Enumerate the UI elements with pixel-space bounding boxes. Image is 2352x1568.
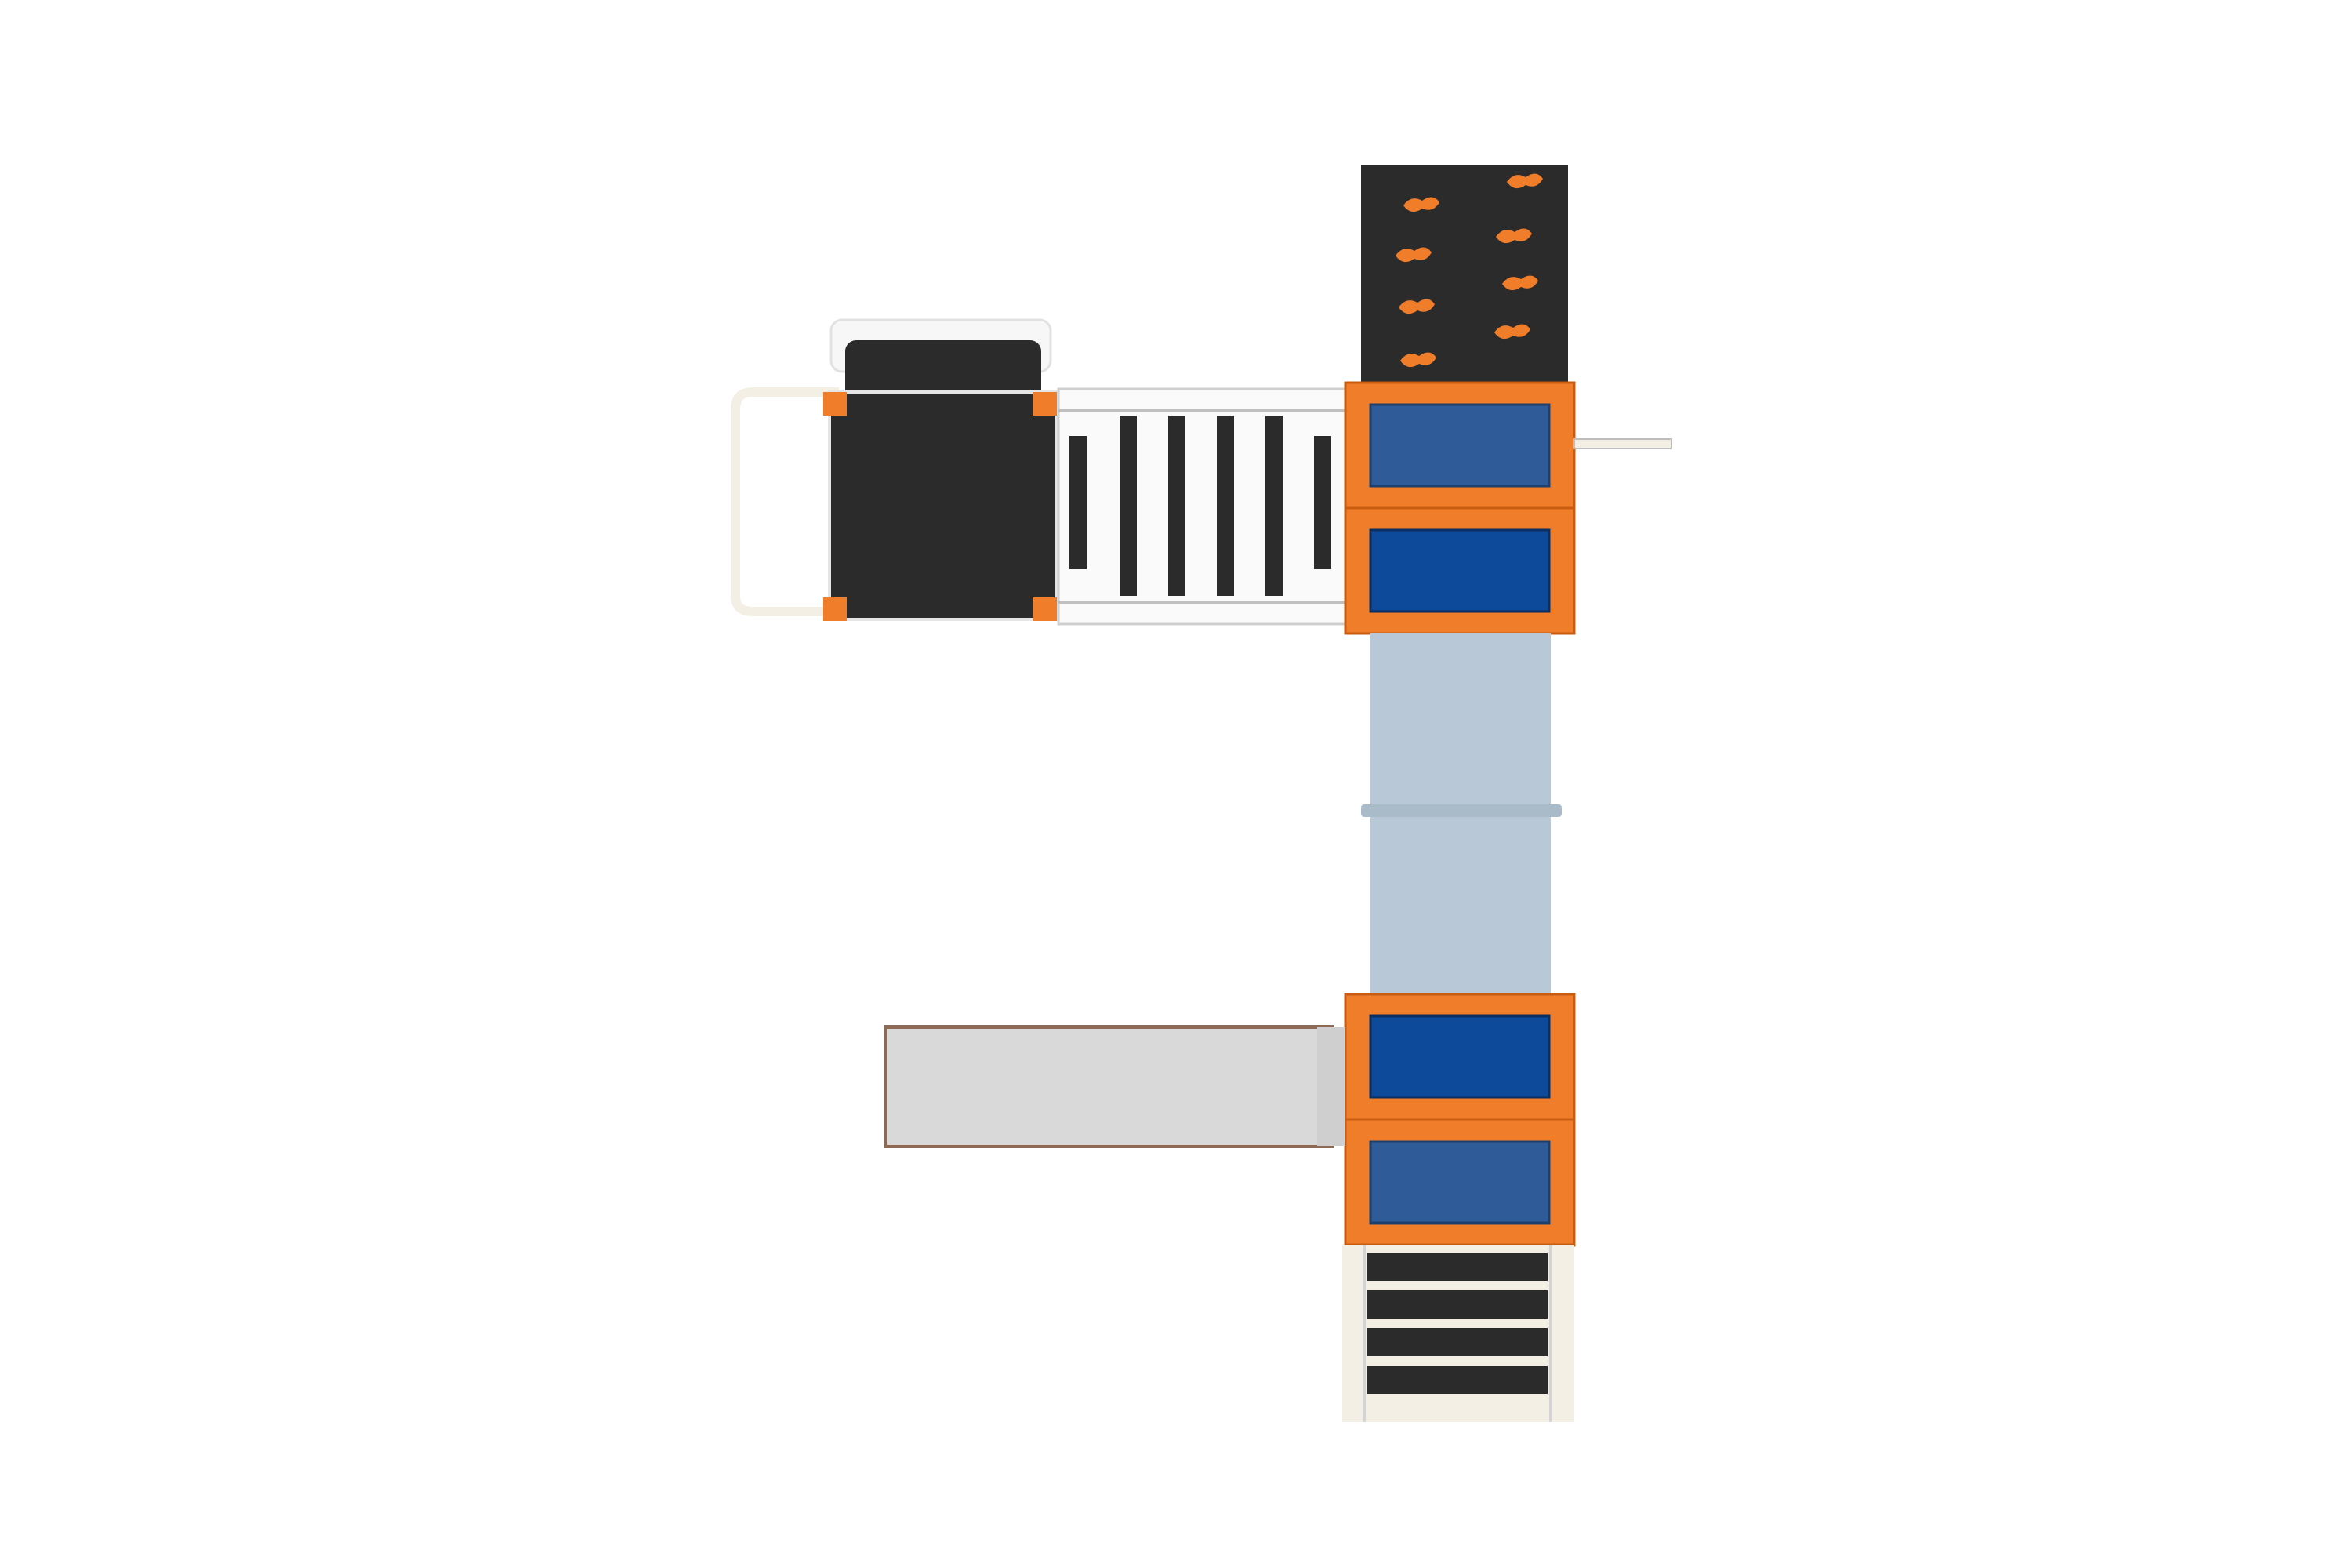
tube-slide [1361,633,1562,994]
bridge-slat [1265,416,1283,596]
slide-bed [884,1025,1334,1148]
tower-deck [828,390,1058,621]
stair-step [1367,1290,1548,1319]
bridge-slat [1120,416,1137,596]
climbing-hold-icon [1496,228,1532,244]
corner-bracket [823,597,847,621]
stair-step [1367,1366,1548,1394]
climbing-hold-icon [1399,299,1435,314]
deck-roof [1369,528,1551,613]
deck-roof [1369,403,1551,488]
tube-slide-joint [1361,804,1562,817]
corner-bracket [823,392,847,416]
slide-lip [1317,1027,1345,1146]
climbing-hold-icon [1400,352,1436,368]
stair-step [1367,1328,1548,1356]
climbing-hold-icon [1403,197,1439,212]
climbing-hold-icon [1502,275,1538,291]
rope-bridge [1057,387,1350,626]
deck-roof [1369,1014,1551,1099]
climbing-hold-icon [1396,247,1432,263]
upper-tower [1344,381,1672,635]
entry-rail [731,387,839,616]
climbing-wall [1361,165,1568,384]
bridge-slat [1069,436,1087,569]
climbing-holds [1396,173,1543,368]
bridge-slat [1217,416,1234,596]
stair-step [1367,1253,1548,1281]
lower-tower [1344,993,1576,1247]
climbing-wall-panel [1361,165,1568,384]
corner-bracket [1033,392,1057,416]
climbing-hold-icon [1507,173,1543,189]
side-handle [1573,438,1672,449]
climbing-hold-icon [1494,324,1530,339]
corner-bracket [1033,597,1057,621]
straight-slide [884,1025,1345,1148]
bridge-slat [1168,416,1185,596]
bridge-slat [1314,436,1331,569]
left-tower [731,318,1058,621]
bridge-frame [1057,387,1350,626]
stairway [1342,1245,1574,1422]
deck-roof [1369,1140,1551,1225]
